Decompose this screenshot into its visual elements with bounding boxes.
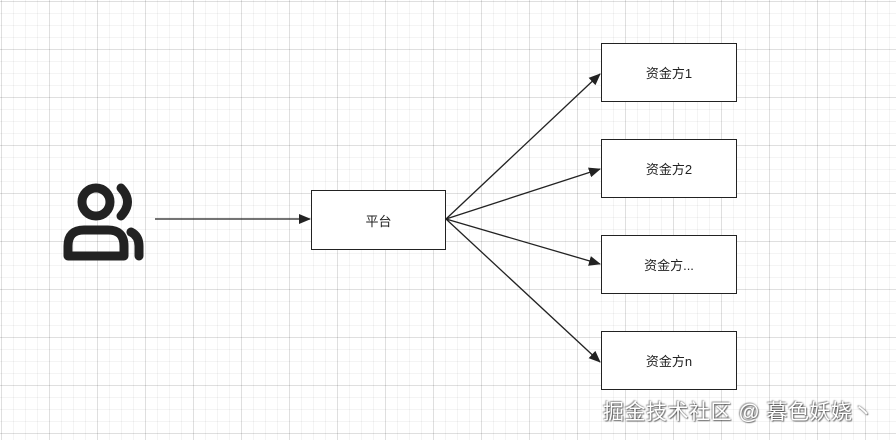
watermark: 掘金技术社区 @ 暮色妖娆丶 [603,401,874,424]
arrow-platform-to-funder-1 [445,73,601,220]
platform-label: 平台 [365,213,392,229]
funder-label: 资金方n [645,354,693,369]
funder-label: 资金方... [644,258,694,273]
funder-node-1[interactable]: 资金方1 [601,43,737,102]
platform-node[interactable]: 平台 [311,190,446,250]
arrow-platform-to-funder-2 [445,167,601,220]
users-icon [63,183,144,261]
arrow-platform-to-funder-n [445,218,601,363]
funder-node-3[interactable]: 资金方... [601,235,737,294]
funder-label: 资金方2 [645,162,693,177]
funder-node-n[interactable]: 资金方n [601,331,737,390]
funder-label: 资金方1 [645,66,693,81]
arrow-platform-to-funder-3 [445,218,601,266]
funder-node-2[interactable]: 资金方2 [601,139,737,198]
